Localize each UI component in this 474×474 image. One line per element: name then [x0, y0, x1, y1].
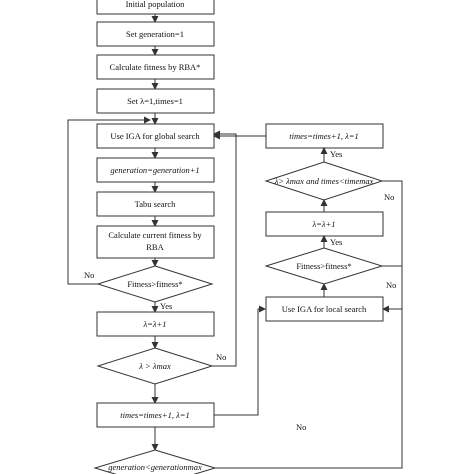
calc-fitness-text: Calculate fitness by RBA*: [110, 62, 201, 72]
r-both-decision-text: λ> λmax and times<timemax: [274, 176, 374, 186]
iga-local-box: [265, 296, 384, 322]
yes-label-1: Yes: [160, 301, 172, 311]
r-lambda-inc-text: λ=λ+1: [311, 219, 335, 229]
lambda-max-text: λ > λmax: [138, 361, 171, 371]
no-loop-back-arrow: [67, 116, 151, 285]
times-reset-text: times=times+1, λ=1: [120, 410, 190, 420]
r-lambda-inc-box: [265, 211, 384, 237]
calc-current-text-2: RBA: [146, 242, 164, 252]
no-label-left-1: No: [84, 270, 94, 280]
lambda-inc-text: λ=λ+1: [142, 319, 166, 329]
set-generation-box: [96, 21, 215, 47]
fitness-decision-text: Fitness>fitness*: [127, 279, 182, 289]
r-times-reset-text: times=times+1, λ=1: [289, 131, 359, 141]
init-pop-text: Initial population: [126, 0, 186, 9]
calc-fitness-box: [96, 54, 215, 80]
gen-inc-box: [96, 157, 215, 183]
calc-current-box: [96, 225, 215, 259]
r-no-fitness-arrow: [382, 265, 403, 313]
iga-local-text: Use IGA for local search: [282, 304, 367, 314]
r-no-both-line: [382, 180, 403, 266]
r-times-reset-box: [265, 123, 384, 149]
iga-global-text: Use IGA for global search: [110, 131, 200, 141]
generation-max-decision: [93, 449, 217, 474]
r-fitness-decision-text: Fitness>fitness*: [296, 261, 351, 271]
no-gen-max-arrow: [215, 309, 403, 469]
set-lambda-text: Set λ=1,times=1: [127, 96, 183, 106]
lambda-inc-box: [96, 311, 215, 337]
set-lambda-box: [96, 88, 215, 114]
no-label-r1: No: [384, 192, 394, 202]
calc-current-text-1: Calculate current fitness by: [108, 230, 202, 240]
no-lambda-max-arrow: [212, 133, 237, 367]
no-label-bottom: No: [296, 422, 306, 432]
no-label-left-2: No: [216, 352, 226, 362]
yes-label-r1: Yes: [330, 149, 342, 159]
set-generation-text: Set generation=1: [126, 29, 184, 39]
to-local-search-arrow: [214, 305, 266, 416]
gen-inc-text: generation=generation+1: [110, 165, 199, 175]
no-label-r2: No: [386, 280, 396, 290]
tabu-text: Tabu search: [135, 199, 176, 209]
tabu-box: [96, 191, 215, 217]
generation-max-text: generation<generationmax: [108, 462, 202, 472]
yes-label-r2: Yes: [330, 237, 342, 247]
